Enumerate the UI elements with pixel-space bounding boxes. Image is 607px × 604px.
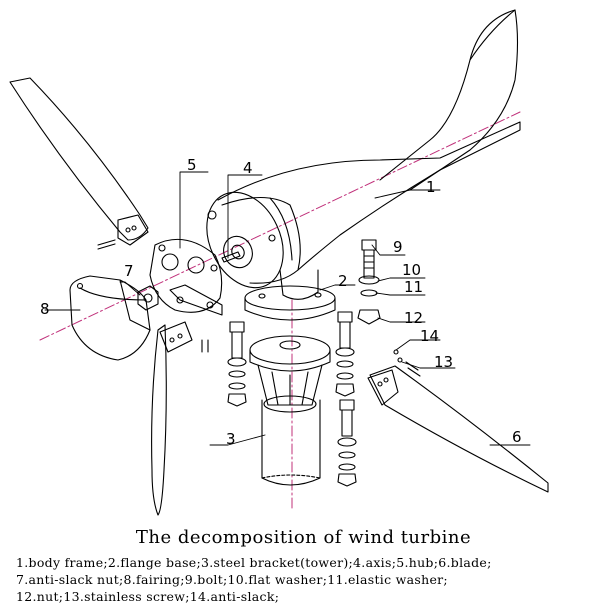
legend-line-2: 7.anti-slack nut;8.fairing;9.bolt;10.fla…: [16, 572, 448, 587]
blade-right: [367, 365, 549, 493]
callout-6: 6: [512, 428, 522, 446]
leader-lines: [44, 171, 531, 446]
callout-10: 10: [402, 261, 421, 279]
diagram-title: The decomposition of wind turbine: [135, 527, 472, 548]
hub: [149, 238, 223, 316]
steel-bracket-tower: [249, 335, 331, 486]
screws-upper: [97, 239, 116, 250]
callout-2: 2: [338, 272, 348, 290]
callout-1: 1: [426, 178, 436, 196]
callout-13: 13: [434, 353, 453, 371]
callout-3: 3: [226, 430, 236, 448]
exploded-diagram: 1 2 3 4 5 6 7 8 9 10 11 12 13 14: [9, 9, 549, 516]
bolt-stack-upper: [357, 239, 381, 325]
bolt-stack-left: [227, 321, 247, 407]
anti-slack-nut: [137, 285, 159, 311]
callout-labels: 1 2 3 4 5 6 7 8 9 10 11 12 13 14: [40, 156, 522, 448]
callout-7: 7: [124, 262, 134, 280]
blade-upper-left: [9, 77, 149, 246]
callout-4: 4: [243, 159, 253, 177]
tail-fin-inner: [469, 9, 516, 61]
legend-line-3: 12.nut;13.stainless screw;14.anti-slack;: [16, 589, 280, 604]
callout-9: 9: [393, 238, 403, 256]
bolt-stack-middle: [335, 311, 355, 397]
blade-lower: [151, 321, 209, 516]
callout-5: 5: [187, 156, 197, 174]
bolt-stack-lower: [337, 399, 357, 487]
flange-base: [244, 285, 336, 321]
fairing: [69, 275, 151, 361]
callout-11: 11: [404, 278, 423, 296]
callout-14: 14: [420, 327, 439, 345]
body-frame: [206, 121, 521, 300]
center-axis-line: [39, 111, 521, 341]
tail-fin: [379, 9, 519, 191]
legend-line-1: 1.body frame;2.flange base;3.steel brack…: [16, 555, 492, 570]
callout-8: 8: [40, 300, 50, 318]
axis-shaft: [221, 251, 241, 263]
callout-12: 12: [404, 309, 423, 327]
small-hardware: [393, 349, 421, 377]
